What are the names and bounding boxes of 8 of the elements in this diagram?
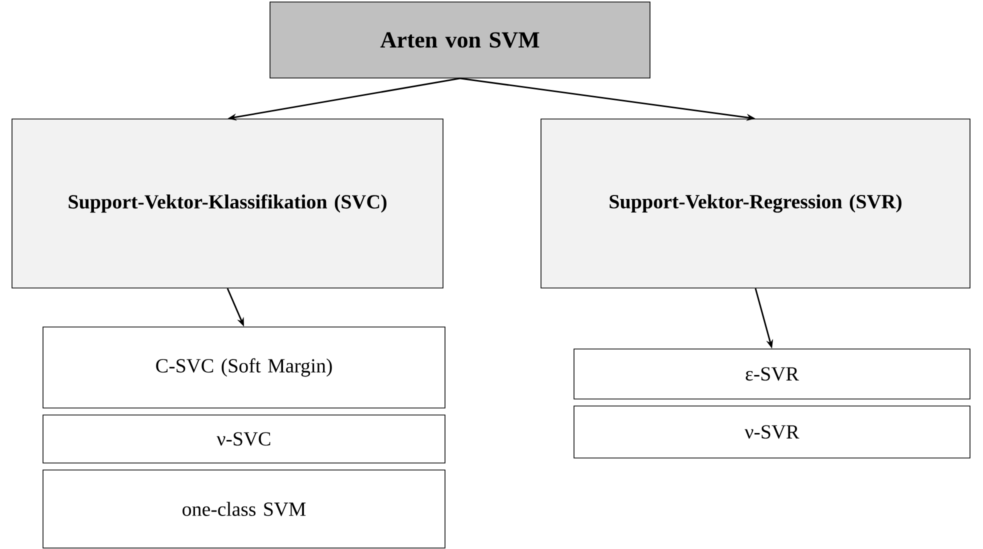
category-box: Support-Vektor-Regression (SVR) (540, 118, 970, 288)
type-box: ε-SVR (574, 348, 970, 400)
category-box: Support-Vektor-Klassifikation (SVC) (12, 118, 444, 288)
type-box: ν-SVR (574, 406, 970, 458)
title-box: Arten von SVM (270, 2, 650, 78)
type-box: C-SVC (Soft Margin) (42, 326, 446, 408)
type-box: one-class SVM (42, 470, 446, 548)
type-box: ν-SVC (42, 414, 446, 464)
